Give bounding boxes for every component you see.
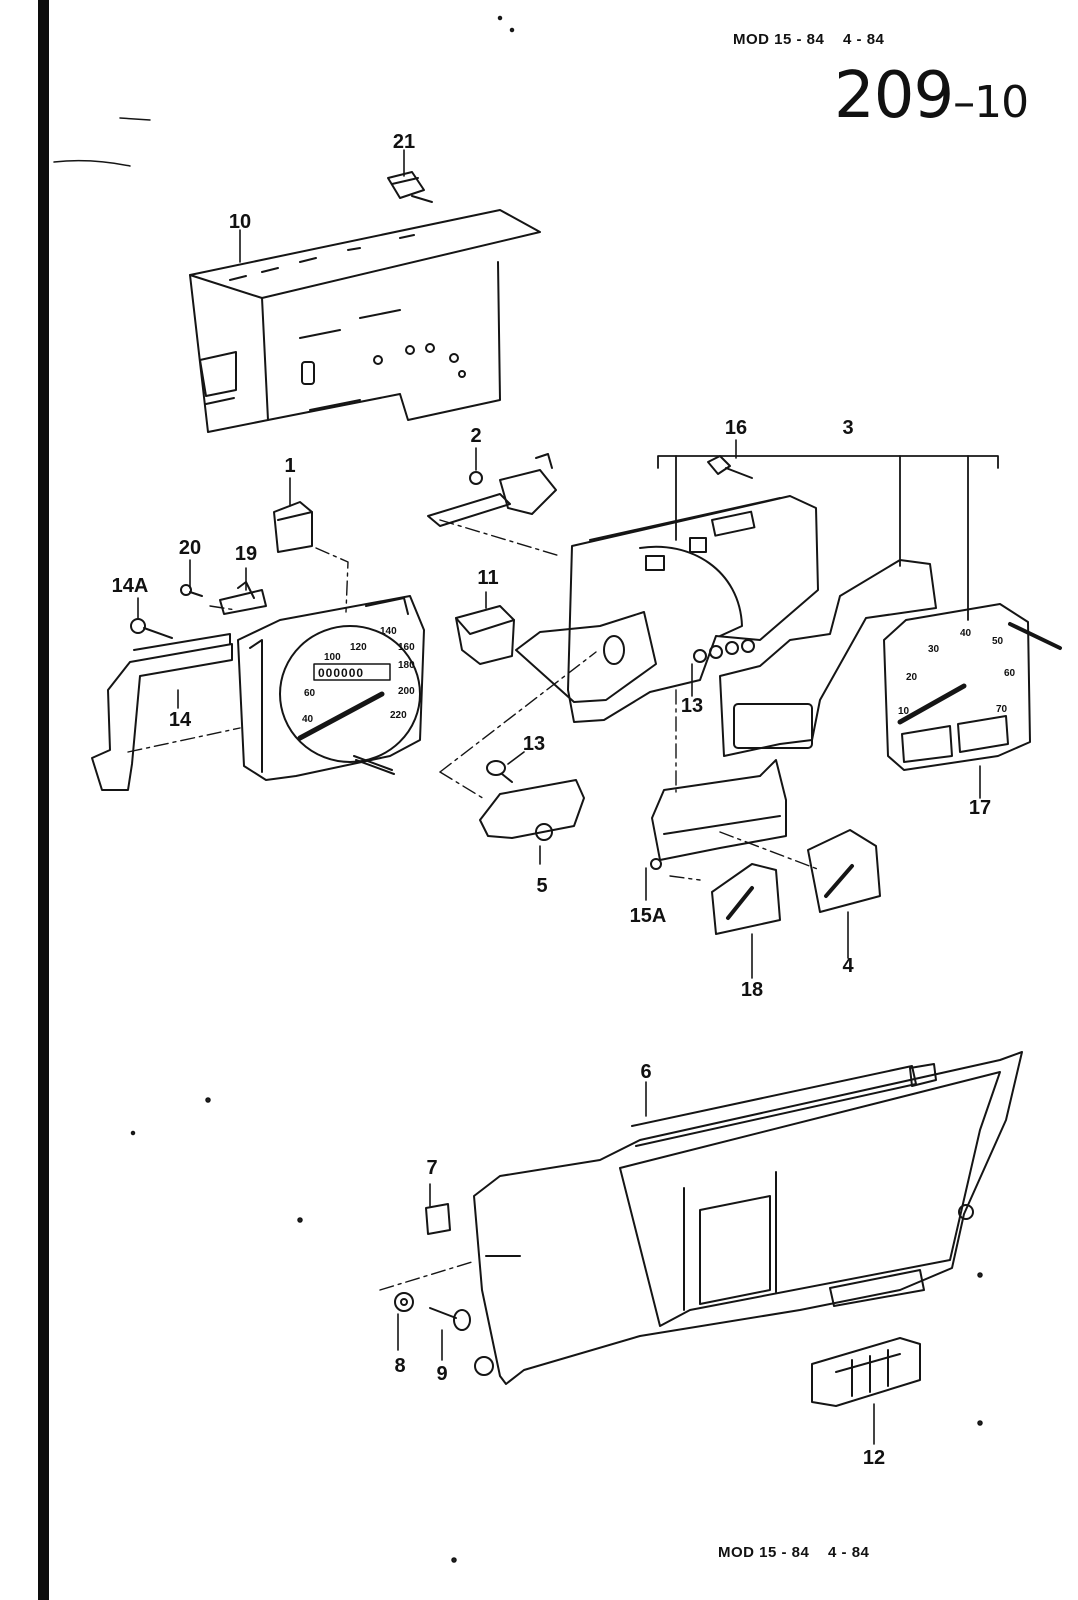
callout-8: 8 xyxy=(394,1355,406,1377)
tachometer-scale: 10 20 30 40 50 60 70 xyxy=(898,628,1016,717)
model-date-footer: MOD 15 - 84 4 - 84 xyxy=(718,1544,870,1561)
callout-10: 10 xyxy=(228,211,252,233)
speedo-tick-180: 180 xyxy=(398,660,415,671)
tacho-tick-30: 30 xyxy=(928,644,940,655)
speedo-tick-120: 120 xyxy=(350,642,367,653)
part-17-tachometer xyxy=(883,603,1062,771)
tacho-tick-50: 50 xyxy=(992,636,1004,647)
callout-7: 7 xyxy=(426,1157,438,1179)
part-20-screw xyxy=(180,584,203,597)
speedo-tick-220: 220 xyxy=(390,710,407,721)
part-15a-bracket xyxy=(650,759,787,870)
callout-15a: 15A xyxy=(629,905,667,927)
part-5-holder xyxy=(479,779,585,841)
part-10-bracket xyxy=(189,209,541,433)
part-2-sensor xyxy=(427,453,557,527)
page-number-suffix: –10 xyxy=(953,77,1029,128)
callout-21: 21 xyxy=(392,131,416,153)
callout-6: 6 xyxy=(640,1061,652,1083)
callout-19: 19 xyxy=(234,543,258,565)
part-1-relay xyxy=(273,501,313,553)
part-14-side-bracket xyxy=(91,633,233,791)
callout-1: 1 xyxy=(284,455,296,477)
scan-marks xyxy=(53,15,983,1563)
callout-16: 16 xyxy=(724,417,748,439)
speedo-tick-200: 200 xyxy=(398,686,415,697)
tacho-tick-10: 10 xyxy=(898,706,910,717)
tacho-tick-70: 70 xyxy=(996,704,1008,715)
callout-2: 2 xyxy=(470,425,482,447)
speedometer-scale: 40 60 100 120 140 160 180 200 220 000000 xyxy=(302,626,415,725)
model-date-header: MOD 15 - 84 4 - 84 xyxy=(733,31,885,48)
part-display-module xyxy=(719,559,937,757)
speedo-tick-40: 40 xyxy=(302,714,314,725)
tacho-tick-40: 40 xyxy=(960,628,972,639)
part-14a-screw xyxy=(130,618,173,639)
assembly-lines xyxy=(127,519,821,1291)
speedo-tick-100: 100 xyxy=(324,652,341,663)
part-9-screw xyxy=(429,1307,471,1331)
speedo-tick-140: 140 xyxy=(380,626,397,637)
part-13-bulb-lower xyxy=(486,760,513,783)
callout-18: 18 xyxy=(740,979,764,1001)
callout-3: 3 xyxy=(842,417,854,439)
tacho-tick-60: 60 xyxy=(1004,668,1016,679)
assembly-3-bracket xyxy=(657,455,999,621)
callout-5: 5 xyxy=(536,875,548,897)
part-4-gauge xyxy=(807,829,881,913)
part-16-screw xyxy=(707,455,753,479)
part-7-clip xyxy=(425,1203,451,1235)
part-11-switch xyxy=(455,605,515,665)
part-18-gauge xyxy=(711,863,781,935)
speedo-tick-160: 160 xyxy=(398,642,415,653)
binding-edge xyxy=(38,0,49,1600)
leader-lines xyxy=(137,149,981,1445)
callout-13-lower: 13 xyxy=(522,733,546,755)
part-21-bulb-holder xyxy=(387,171,433,203)
callout-20: 20 xyxy=(178,537,202,559)
page-number-main: 209 xyxy=(834,59,954,133)
part-19-clip xyxy=(219,581,267,615)
callout-9: 9 xyxy=(436,1363,448,1385)
callout-13-upper: 13 xyxy=(680,695,704,717)
part-12-connector xyxy=(811,1337,921,1407)
callout-14: 14 xyxy=(168,709,192,731)
speedo-tick-60: 60 xyxy=(304,688,316,699)
callout-11: 11 xyxy=(477,567,499,589)
page-number: 209–10 xyxy=(834,64,1029,128)
callout-14a: 14A xyxy=(111,575,149,597)
part-8-washer xyxy=(394,1292,414,1312)
part-13-bulbs-upper xyxy=(693,639,755,663)
speedo-odometer: 000000 xyxy=(318,666,364,680)
part-speedometer xyxy=(237,595,425,781)
callout-17: 17 xyxy=(968,797,992,819)
part-6-housing xyxy=(473,1051,1023,1385)
callout-12: 12 xyxy=(862,1447,886,1469)
tacho-tick-20: 20 xyxy=(906,672,918,683)
part-3-circuit-board xyxy=(515,495,819,723)
callout-4: 4 xyxy=(842,955,854,977)
